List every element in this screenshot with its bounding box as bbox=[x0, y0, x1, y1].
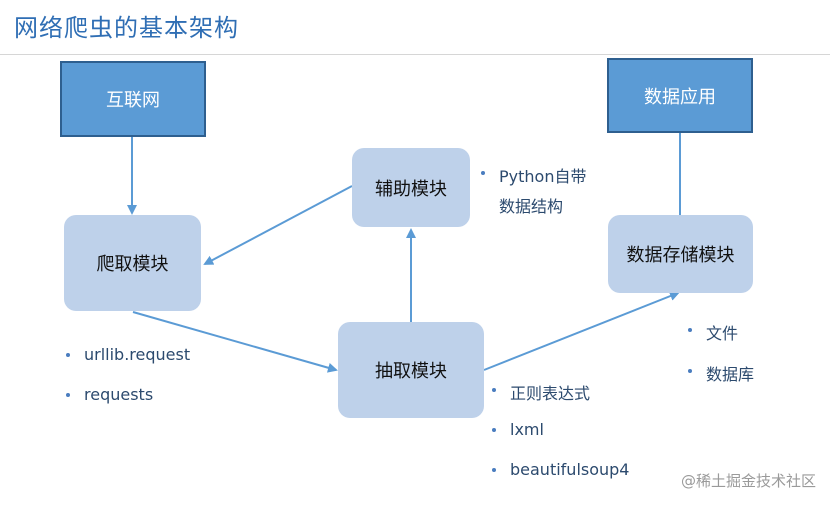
page-title: 网络爬虫的基本架构 bbox=[14, 14, 239, 42]
list-item: 数据结构 bbox=[499, 197, 564, 216]
list-item: beautifulsoup4 bbox=[492, 460, 629, 479]
list-item: 数据库 bbox=[688, 361, 754, 385]
list-item: Python自带 bbox=[481, 163, 586, 187]
arrow-extract-to-storage bbox=[483, 291, 680, 371]
node-crawl: 爬取模块 bbox=[64, 215, 201, 311]
node-aux-label: 辅助模块 bbox=[375, 178, 447, 200]
node-data-app-label: 数据应用 bbox=[644, 86, 716, 108]
arrow-aux-to-crawl bbox=[203, 185, 353, 265]
node-crawl-label: 爬取模块 bbox=[96, 254, 169, 275]
bullet-icon bbox=[492, 388, 496, 392]
bullet-icon bbox=[66, 353, 70, 357]
node-storage-label: 数据存储模块 bbox=[626, 245, 735, 266]
bullet-icon bbox=[492, 468, 496, 472]
node-internet: 互联网 bbox=[60, 61, 206, 137]
list-item: requests bbox=[66, 385, 153, 404]
bullet-icon bbox=[481, 171, 485, 175]
list-item: 正则表达式 bbox=[492, 380, 590, 404]
bullet-icon bbox=[688, 369, 692, 373]
bullet-icon bbox=[688, 328, 692, 332]
list-item: 文件 bbox=[688, 320, 738, 344]
node-aux: 辅助模块 bbox=[352, 148, 470, 227]
node-data-app: 数据应用 bbox=[607, 58, 753, 133]
title-divider bbox=[0, 54, 830, 55]
bullet-icon bbox=[66, 393, 70, 397]
bullet-icon bbox=[492, 428, 496, 432]
watermark: @稀土掘金技术社区 bbox=[680, 472, 816, 490]
node-extract: 抽取模块 bbox=[338, 322, 484, 418]
arrow-crawl-to-extract bbox=[132, 311, 338, 373]
node-storage: 数据存储模块 bbox=[608, 215, 753, 293]
list-item: lxml bbox=[492, 420, 544, 439]
node-extract-label: 抽取模块 bbox=[375, 361, 447, 382]
list-item: urllib.request bbox=[66, 345, 190, 364]
node-internet-label: 互联网 bbox=[106, 90, 160, 111]
